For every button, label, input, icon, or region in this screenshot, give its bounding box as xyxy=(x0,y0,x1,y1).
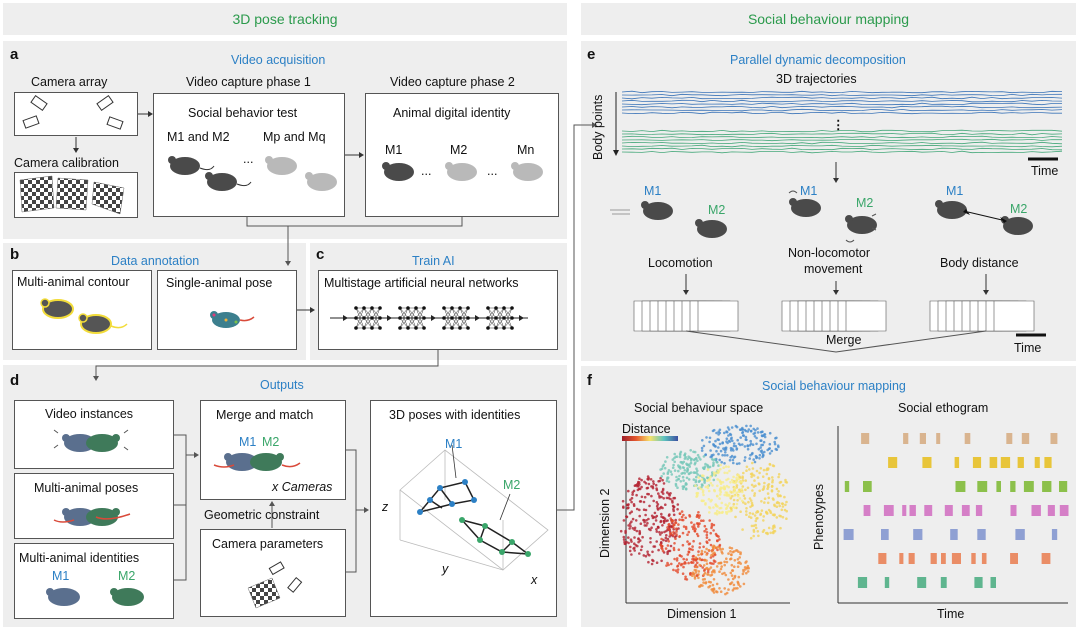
panel-a-title: Video acquisition xyxy=(231,53,326,67)
mpmq-label: Mp and Mq xyxy=(263,130,326,144)
header-right-label: Social behaviour mapping xyxy=(747,11,910,27)
axis-y-label: y xyxy=(442,562,449,576)
poses-m2-label: M2 xyxy=(503,478,521,492)
social-test-label: Social behavior test xyxy=(188,106,298,120)
trajectories-label: 3D trajectories xyxy=(776,72,857,86)
camera-array-box xyxy=(14,92,138,136)
video-instances-label: Video instances xyxy=(45,407,134,421)
nonloco-label-line2: movement xyxy=(804,262,863,276)
merge-label: Merge xyxy=(826,333,862,347)
panel-e-letter: e xyxy=(587,46,596,63)
locomotion-m2-label: M2 xyxy=(708,203,726,217)
panel-f-letter: f xyxy=(587,372,592,389)
single-pose-label: Single-animal pose xyxy=(166,276,273,290)
phase2-m1-label: M1 xyxy=(385,143,403,157)
phase2-m2-label: M2 xyxy=(450,143,468,157)
phase2-mn-label: Mn xyxy=(517,143,535,157)
panel-c-title: Train AI xyxy=(412,254,455,268)
poses-3d-box xyxy=(370,400,557,617)
header-social-behaviour-mapping: Social behaviour mapping xyxy=(581,3,1076,35)
camera-params-label: Camera parameters xyxy=(212,537,324,551)
single-pose-box xyxy=(157,270,297,350)
phase2-box xyxy=(365,93,559,217)
body-points-label: Body points xyxy=(591,94,605,160)
multi-identities-box xyxy=(14,543,174,619)
ellipsis-label: ... xyxy=(243,152,254,166)
nonloco-m2-label: M2 xyxy=(856,196,874,210)
merge-match-box xyxy=(200,400,346,500)
merge-match-label: Merge and match xyxy=(216,408,314,422)
phase2-ellipsis-2: ... xyxy=(487,164,498,178)
dim2-label: Dimension 2 xyxy=(598,488,612,558)
panel-e-title: Parallel dynamic decomposition xyxy=(730,53,906,67)
contour-label: Multi-animal contour xyxy=(17,275,130,289)
distance-m2-label: M2 xyxy=(1010,202,1028,216)
camera-array-label: Camera array xyxy=(31,75,108,89)
axis-z-label: z xyxy=(382,500,389,514)
axis-x-label: x xyxy=(531,573,538,587)
digital-identity-label: Animal digital identity xyxy=(393,106,511,120)
panel-a-letter: a xyxy=(10,46,19,63)
x-cameras-label: x Cameras xyxy=(272,480,333,494)
header-3d-pose-tracking: 3D pose tracking xyxy=(3,3,567,35)
poses-3d-label: 3D poses with identities xyxy=(389,408,521,422)
multi-poses-label: Multi-animal poses xyxy=(34,481,139,495)
identities-m1-label: M1 xyxy=(52,569,70,583)
merge-m2-label: M2 xyxy=(262,435,280,449)
geometric-constraint-label: Geometric constraint xyxy=(204,508,320,522)
contour-box xyxy=(12,270,152,350)
phenotypes-label: Phenotypes xyxy=(812,483,826,550)
panel-b-letter: b xyxy=(10,246,20,263)
panel-d-title: Outputs xyxy=(260,378,304,392)
ethogram-time-label: Time xyxy=(937,607,965,621)
nonloco-m1-label: M1 xyxy=(800,184,818,198)
panel-d-letter: d xyxy=(10,372,20,389)
panel-f-title: Social behaviour mapping xyxy=(762,379,906,393)
phase1-box xyxy=(153,93,345,217)
merge-m1-label: M1 xyxy=(239,435,257,449)
phase2-label: Video capture phase 2 xyxy=(390,75,515,89)
trajectories-vdots: ⋮ xyxy=(832,118,845,132)
phase1-label: Video capture phase 1 xyxy=(186,75,311,89)
camera-calibration-label: Camera calibration xyxy=(14,156,119,170)
locomotion-m1-label: M1 xyxy=(644,184,662,198)
panel-c-letter: c xyxy=(316,246,325,263)
space-title: Social behaviour space xyxy=(634,401,764,415)
networks-label: Multistage artificial neural networks xyxy=(324,276,519,290)
nonloco-label-line1: Non-locomotor xyxy=(788,246,870,260)
dim1-label: Dimension 1 xyxy=(667,607,737,621)
calibration-box xyxy=(14,172,138,218)
multi-poses-box xyxy=(14,473,174,539)
m1m2-label: M1 and M2 xyxy=(167,130,230,144)
ethogram-title: Social ethogram xyxy=(898,401,989,415)
identities-m2-label: M2 xyxy=(118,569,136,583)
distance-label: Distance xyxy=(622,422,671,436)
panel-b-title: Data annotation xyxy=(111,254,200,268)
phase2-ellipsis-1: ... xyxy=(421,164,432,178)
header-left-label: 3D pose tracking xyxy=(232,11,338,27)
locomotion-label: Locomotion xyxy=(648,256,713,270)
panel-e xyxy=(581,41,1076,361)
body-distance-label: Body distance xyxy=(940,256,1019,270)
time-label-stacks: Time xyxy=(1014,341,1042,355)
poses-m1-label: M1 xyxy=(445,437,463,451)
multi-identities-label: Multi-animal identities xyxy=(19,551,140,565)
time-label-trajectories: Time xyxy=(1031,164,1059,178)
distance-m1-label: M1 xyxy=(946,184,964,198)
